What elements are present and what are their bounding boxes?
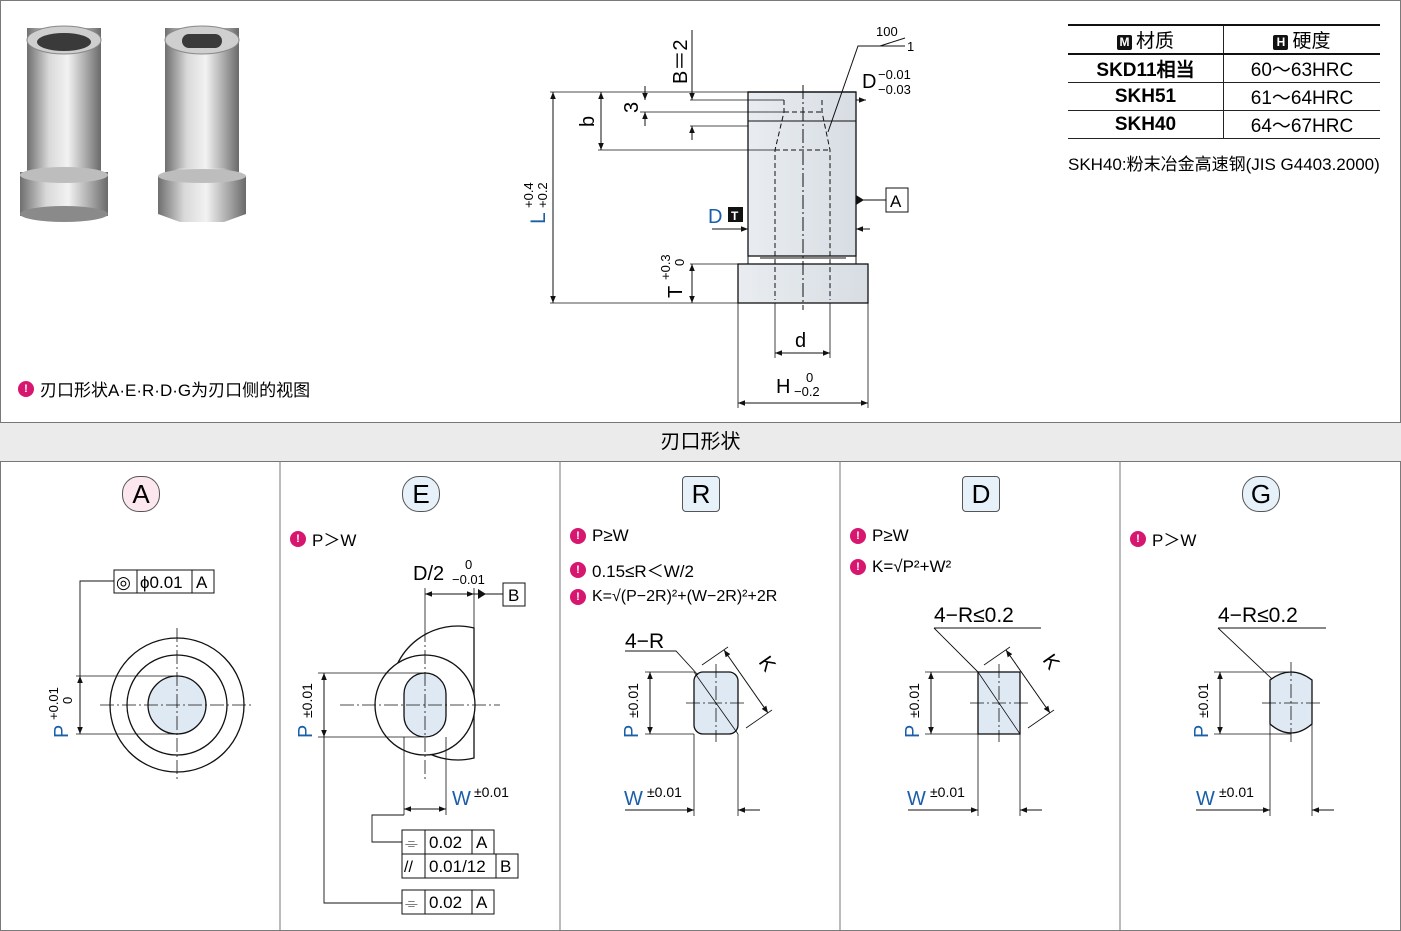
info-bulb-icon: ! xyxy=(570,561,586,578)
shape-G-W-tol: ±0.01 xyxy=(1219,784,1254,800)
shape-E-drawing xyxy=(318,582,526,915)
shape-E-fc1-value: 0.02 xyxy=(429,833,462,852)
shape-D-drawing xyxy=(908,627,1055,816)
H-lower-tol: −0.2 xyxy=(794,384,820,399)
shape-R-P-label: P xyxy=(621,725,643,738)
shape-E-fc2-symbol: // xyxy=(404,859,413,876)
shape-D-title: D xyxy=(962,476,1000,512)
shape-A-tol-datum: A xyxy=(196,573,208,592)
shape-E-fc3-value: 0.02 xyxy=(429,893,462,912)
b-eq-label: B＝2 xyxy=(670,40,692,84)
shape-G-P-label: P xyxy=(1191,725,1213,738)
shape-E-P-tol: ±0.01 xyxy=(299,683,315,718)
shape-D-corner-label: 4−R≤0.2 xyxy=(934,604,1014,627)
shape-E-fc1-datum: A xyxy=(476,833,488,852)
shape-D-K-label: K xyxy=(1038,650,1064,674)
dim-b-label: b xyxy=(577,116,599,127)
shape-G-drawing xyxy=(1196,627,1334,816)
shape-E-fc3-datum: A xyxy=(476,893,488,912)
angle-bottom-label: 1 xyxy=(907,39,914,54)
L-lower-tol: +0.2 xyxy=(535,182,550,208)
shape-A-drawing xyxy=(76,569,254,782)
info-bulb-icon: ! xyxy=(1130,530,1146,547)
bushing-section-view xyxy=(550,30,909,408)
shape-D-W-label: W xyxy=(907,788,926,810)
top-note: ! 刃口形状A·E·R·D·G为刃口侧的视图 xyxy=(18,376,310,401)
angle-top-label: 100 xyxy=(876,24,898,39)
T-upper-tol: +0.3 xyxy=(658,254,673,280)
shape-D-note: !P≥W xyxy=(850,526,909,546)
info-bulb-icon: ! xyxy=(570,528,586,544)
material-row: SKH40 64～67HRC xyxy=(1068,110,1380,139)
shape-E-datum-B: B xyxy=(508,586,519,605)
shape-E-W-tol: ±0.01 xyxy=(474,784,509,800)
shape-E-D2-upper: 0 xyxy=(465,557,472,572)
shape-E-fc3-symbol: ⌯ xyxy=(405,895,418,912)
info-bulb-icon: ! xyxy=(850,559,866,575)
DT-label: D xyxy=(708,206,722,228)
datum-A-label: A xyxy=(890,192,902,211)
DT-badge: T xyxy=(731,209,739,223)
shape-D-P-label: P xyxy=(902,725,924,738)
shape-E-fc2-value: 0.01/12 xyxy=(429,857,486,876)
shape-E-title: E xyxy=(402,476,440,512)
L-label: L xyxy=(527,212,550,224)
shape-R-note: !0.15≤R＜W/2 xyxy=(570,557,694,582)
photo-round-bushing xyxy=(20,25,108,222)
L-upper-tol: +0.4 xyxy=(521,182,536,208)
H-label: H xyxy=(776,376,790,398)
shape-A-P-lower: 0 xyxy=(60,697,75,704)
shape-A-title: A xyxy=(122,476,160,512)
D-label: D xyxy=(862,71,876,93)
shape-E-note: !P＞W xyxy=(290,526,356,551)
material-footnote: SKH40:粉末冶金高速钢(JIS G4403.2000) xyxy=(1068,155,1380,174)
info-bulb-icon: ! xyxy=(290,530,306,547)
shape-R-note: !P≥W xyxy=(570,526,629,546)
section-title: 刃口形状 xyxy=(0,422,1401,462)
shape-G-note: !P＞W xyxy=(1130,526,1196,551)
T-lower-tol: 0 xyxy=(672,259,687,266)
shape-R-W-tol: ±0.01 xyxy=(647,784,682,800)
shape-A-P-label: P xyxy=(51,725,73,738)
shape-R-corner-label: 4−R xyxy=(625,630,664,653)
shape-E-D2-lower: −0.01 xyxy=(452,572,485,587)
shape-R-W-label: W xyxy=(624,788,643,810)
D-lower-tol: −0.03 xyxy=(878,82,911,97)
info-bulb-icon: ! xyxy=(850,528,866,544)
shape-R-note: !K=√(P−2R)²+(W−2R)²+2R xyxy=(570,588,777,606)
shape-A-P-upper: +0.01 xyxy=(46,687,61,720)
material-row: SKH51 61～64HRC xyxy=(1068,82,1380,111)
shape-R-title: R xyxy=(682,476,720,512)
shape-R-drawing xyxy=(625,646,773,816)
T-label: T xyxy=(665,286,687,298)
shape-R-P-tol: ±0.01 xyxy=(625,683,641,718)
shape-E-W-label: W xyxy=(452,788,471,810)
info-bulb-icon: ! xyxy=(570,589,586,605)
H-upper-tol: 0 xyxy=(806,370,813,385)
shape-G-corner-label: 4−R≤0.2 xyxy=(1218,604,1298,627)
shape-A-tol-value: ϕ0.01 xyxy=(140,573,183,592)
dim-3-label: 3 xyxy=(621,102,643,113)
material-row: SKD11相当 60～63HRC xyxy=(1068,53,1380,83)
shape-E-P-label: P xyxy=(295,725,317,738)
shape-E-fc2-datum: B xyxy=(500,857,511,876)
shape-A-tol-symbol: ◎ xyxy=(116,573,131,592)
photo-shaped-bushing xyxy=(158,25,246,222)
shape-D-P-tol: ±0.01 xyxy=(906,683,922,718)
shape-D-W-tol: ±0.01 xyxy=(930,784,965,800)
shape-G-title: G xyxy=(1242,476,1280,512)
info-bulb-icon: ! xyxy=(18,380,34,397)
D-upper-tol: −0.01 xyxy=(878,67,911,82)
shape-G-W-label: W xyxy=(1196,788,1215,810)
shape-E-D2-label: D/2 xyxy=(413,563,444,585)
shape-E-fc1-symbol: ⌯ xyxy=(405,835,418,852)
shape-G-P-tol: ±0.01 xyxy=(1195,683,1211,718)
shape-R-K-label: K xyxy=(754,652,780,676)
shape-D-note: !K=√P²+W² xyxy=(850,557,951,577)
d-label: d xyxy=(795,330,806,352)
